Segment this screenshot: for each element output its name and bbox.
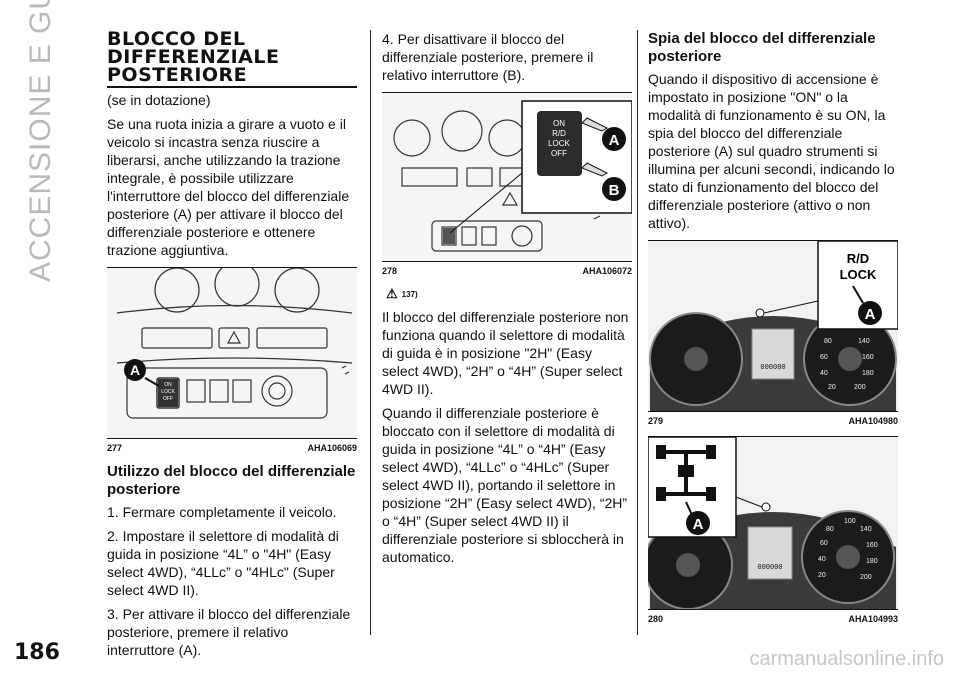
speed-tick: 80 <box>824 338 832 345</box>
callout-a: A <box>865 306 876 323</box>
speed-tick: 200 <box>854 384 866 391</box>
section-title: BLOCCO DEL DIFFERENZIALE POSTERIORE <box>107 30 357 88</box>
switch-label: ON <box>164 382 172 388</box>
intro-paragraph: Se una ruota inizia a girare a vuoto e i… <box>107 116 350 258</box>
switch-label: ON <box>553 119 565 128</box>
column-3: Spia del blocco del differenziale poster… <box>643 30 899 634</box>
column-divider <box>637 30 638 635</box>
chapter-side-title: ACCENSIONE E GUIDA <box>24 0 57 282</box>
warning-icon: ⚠ <box>386 286 398 301</box>
speed-tick: 140 <box>860 526 872 533</box>
callout-b: B <box>609 182 620 199</box>
step-3: 3. Per attivare il blocco del differenzi… <box>107 606 351 658</box>
odometer: 000000 <box>760 364 785 372</box>
paragraph-1: Il blocco del differenziale posteriore n… <box>382 309 629 397</box>
speed-tick: 80 <box>826 526 834 533</box>
speed-tick: 40 <box>818 556 826 563</box>
column-1: BLOCCO DEL DIFFERENZIALE POSTERIORE (se … <box>107 30 357 665</box>
switch-label: OFF <box>551 149 567 158</box>
paragraph-2: Quando il differenziale posteriore è blo… <box>382 405 628 565</box>
dashboard-switch-closeup-illustration: ON R/D LOCK OFF A B <box>382 93 633 261</box>
switch-label: LOCK <box>548 139 570 148</box>
switch-label: LOCK <box>161 389 175 395</box>
speed-tick: 40 <box>820 370 828 377</box>
usage-title: Utilizzo del blocco del differenziale po… <box>107 463 356 498</box>
dashboard-switch-illustration: ON LOCK OFF A <box>107 261 357 438</box>
callout-a: A <box>693 516 704 533</box>
switch-label: R/D <box>552 129 566 138</box>
instrument-cluster-illustration: 000000 20 40 60 80 140 160 180 200 R/D L… <box>648 240 899 411</box>
speed-tick: 160 <box>866 542 878 549</box>
column-2: 4. Per disattivare il blocco del differe… <box>382 30 633 572</box>
instrument-cluster-4wd-illustration: 000000 20 40 60 80 100 140 160 180 200 <box>643 436 898 610</box>
callout-text: R/D <box>847 251 869 266</box>
speed-tick: 60 <box>820 354 828 361</box>
figure-280: 000000 20 40 60 80 100 140 160 180 200 <box>643 436 898 610</box>
callout-text: LOCK <box>840 267 877 282</box>
step-4: 4. Per disattivare il blocco del differe… <box>382 31 594 83</box>
callout-a: A <box>130 362 140 378</box>
switch-label: OFF <box>163 396 173 402</box>
page-number: 186 <box>14 640 60 665</box>
speed-tick: 140 <box>858 338 870 345</box>
speed-tick: 160 <box>862 354 874 361</box>
note-reference: ⚠ 137) <box>386 286 418 301</box>
step-1: 1. Fermare completamente il veicolo. <box>107 504 337 520</box>
speed-tick: 20 <box>818 572 826 579</box>
section-subtitle: (se in dotazione) <box>107 92 211 108</box>
figure-277: ON LOCK OFF A <box>107 261 357 439</box>
indicator-title: Spia del blocco del differenziale poster… <box>648 30 876 65</box>
speed-tick: 200 <box>860 574 872 581</box>
speed-tick: 180 <box>862 370 874 377</box>
speed-tick: 60 <box>820 540 828 547</box>
odometer: 000000 <box>757 564 782 572</box>
figure-279: 000000 20 40 60 80 140 160 180 200 R/D L… <box>648 240 899 412</box>
indicator-paragraph: Quando il dispositivo di accensione è im… <box>648 71 895 231</box>
column-divider <box>370 30 371 635</box>
figure-278: ON R/D LOCK OFF A B <box>382 92 633 262</box>
speed-tick: 180 <box>866 558 878 565</box>
callout-a: A <box>609 132 620 149</box>
watermark: carmanualsonline.info <box>749 648 944 670</box>
four-wheel-drive-icon <box>656 445 716 501</box>
speed-tick: 100 <box>844 518 856 525</box>
step-2: 2. Impostare il selettore di modalità di… <box>107 528 339 598</box>
speed-tick: 20 <box>828 384 836 391</box>
